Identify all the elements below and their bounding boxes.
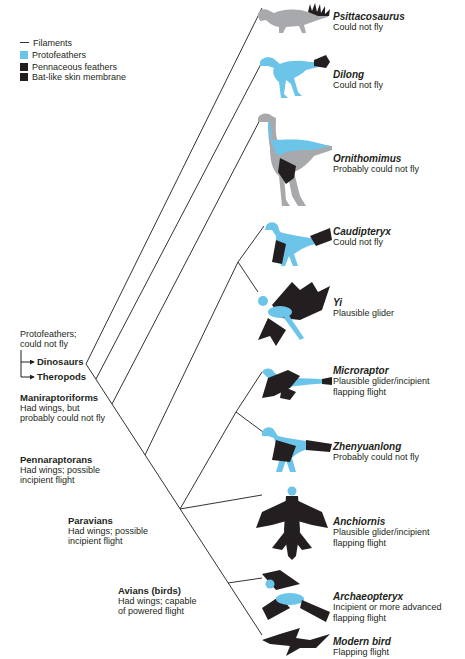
- flight-status: Probably could not fly: [333, 452, 455, 463]
- zhenyuanlong-body: [262, 427, 312, 472]
- clade-note: Had wings; possible incipient flight: [68, 526, 153, 546]
- tree-branch: [86, 8, 262, 364]
- clade-name: Pennaraptorans: [20, 454, 110, 465]
- hind-wing: [280, 386, 296, 400]
- clade-name: Maniraptoriforms: [20, 392, 110, 403]
- ornithomimus-body: [258, 114, 332, 206]
- flight-status: Plausible glider/incipient flapping flig…: [333, 376, 455, 397]
- clade-note: Protofeathers; could not fly: [20, 329, 84, 349]
- clade-name: Dinosaurs: [37, 356, 97, 367]
- bracket-arrow: [21, 362, 34, 363]
- taxon-entry: AnchiornisPlausible glider/incipient fla…: [333, 516, 455, 548]
- modern-bird-silhouette: [262, 628, 330, 656]
- caudipteryx-body: [265, 222, 316, 266]
- taxon-entry: PsittacosaurusCould not fly: [333, 11, 455, 33]
- taxon-entry: DilongCould not fly: [333, 69, 455, 91]
- taxon-name: Anchiornis: [333, 516, 455, 527]
- clade-note: Had wings; capable of powered flight: [118, 596, 200, 616]
- tail-feathers: [300, 600, 330, 622]
- legend-row: Filaments: [20, 38, 72, 48]
- feathered-wing: [272, 440, 296, 462]
- legend-row: Pennaceous feathers: [20, 62, 117, 72]
- membrane-wing: [258, 318, 286, 346]
- legend-swatch: [20, 73, 28, 81]
- legend-row: Bat-like skin membrane: [20, 72, 126, 82]
- taxon-entry: ArchaeopteryxIncipient or more advanced …: [333, 591, 455, 623]
- tail-tuft: [314, 55, 330, 68]
- hind-wing: [294, 530, 312, 550]
- taxon-name: Microraptor: [333, 365, 455, 376]
- tail-tip: [322, 377, 332, 385]
- tail-fan: [310, 228, 332, 246]
- feathered-wing: [272, 240, 286, 264]
- feathered-wing: [278, 158, 296, 184]
- yi-head: [258, 296, 268, 306]
- taxon-entry: ZhenyuanlongProbably could not fly: [333, 441, 455, 463]
- tree-branch: [180, 412, 236, 509]
- hind-wing: [272, 530, 290, 550]
- tail-feathers: [306, 440, 332, 452]
- clade-name: Avians (birds): [118, 585, 198, 596]
- clade-note: Had wings, but probably could not fly: [20, 403, 113, 423]
- legend-line-sample: [20, 42, 29, 43]
- legend-text: Filaments: [33, 38, 72, 48]
- anchiornis-head: [288, 487, 297, 496]
- taxon-entry: CaudipteryxCould not fly: [333, 226, 455, 248]
- legend-row: Protofeathers: [20, 50, 86, 60]
- taxon-name: Dilong: [333, 69, 455, 80]
- tree-branch: [96, 62, 262, 379]
- flight-status: Incipient or more advanced flapping flig…: [333, 602, 455, 623]
- tree-spine: [86, 364, 262, 635]
- flight-status: Flapping flight: [333, 647, 455, 658]
- taxon-name: Zhenyuanlong: [333, 441, 455, 452]
- clade-note: Had wings; possible incipient flight: [20, 465, 105, 485]
- flight-status: Could not fly: [333, 237, 455, 248]
- flight-status: Probably could not fly: [333, 164, 455, 175]
- tree-branch: [238, 262, 258, 292]
- taxon-entry: MicroraptorPlausible glider/incipient fl…: [333, 365, 455, 397]
- tree-branch: [145, 262, 238, 455]
- taxon-name: Yi: [333, 297, 455, 308]
- tree-branch: [228, 578, 262, 583]
- tree-branch: [180, 495, 262, 509]
- tree-branch: [238, 226, 264, 262]
- flight-status: Could not fly: [333, 22, 455, 33]
- anchiornis-body: [284, 496, 300, 560]
- taxon-entry: Modern birdFlapping flight: [333, 636, 455, 658]
- legend-text: Pennaceous feathers: [32, 62, 117, 72]
- taxon-name: Archaeopteryx: [333, 591, 455, 602]
- archaeopteryx-head: [266, 580, 275, 589]
- taxon-name: Psittacosaurus: [333, 11, 455, 22]
- clade-bracket: [21, 350, 34, 377]
- legend-text: Bat-like skin membrane: [32, 72, 126, 82]
- archaeopteryx-body: [276, 593, 304, 605]
- taxon-entry: OrnithomimusProbably could not fly: [333, 153, 455, 175]
- tree-branch: [236, 412, 263, 432]
- taxon-entry: YiPlausible glider: [333, 297, 455, 319]
- dilong-body: [260, 57, 322, 98]
- flight-status: Could not fly: [333, 80, 455, 91]
- legend-text: Protofeathers: [32, 50, 86, 60]
- taxon-name: Caudipteryx: [333, 226, 455, 237]
- feathered-wing: [262, 570, 300, 590]
- yi-tail: [284, 314, 304, 340]
- tree-branch: [236, 372, 262, 412]
- flight-status: Plausible glider/incipient flapping flig…: [333, 527, 455, 548]
- clade-name: Theropods: [37, 371, 97, 382]
- flight-status: Plausible glider: [333, 308, 455, 319]
- bracket-arrow: [21, 377, 34, 378]
- bracket-line: [21, 350, 22, 377]
- filament-bristles: [308, 3, 330, 16]
- protofeather-coat: [268, 120, 330, 156]
- taxon-name: Ornithomimus: [333, 153, 455, 164]
- taxon-name: Modern bird: [333, 636, 455, 647]
- legend-swatch: [20, 51, 28, 59]
- clade-name: Paravians: [68, 515, 138, 526]
- legend-swatch: [20, 63, 28, 71]
